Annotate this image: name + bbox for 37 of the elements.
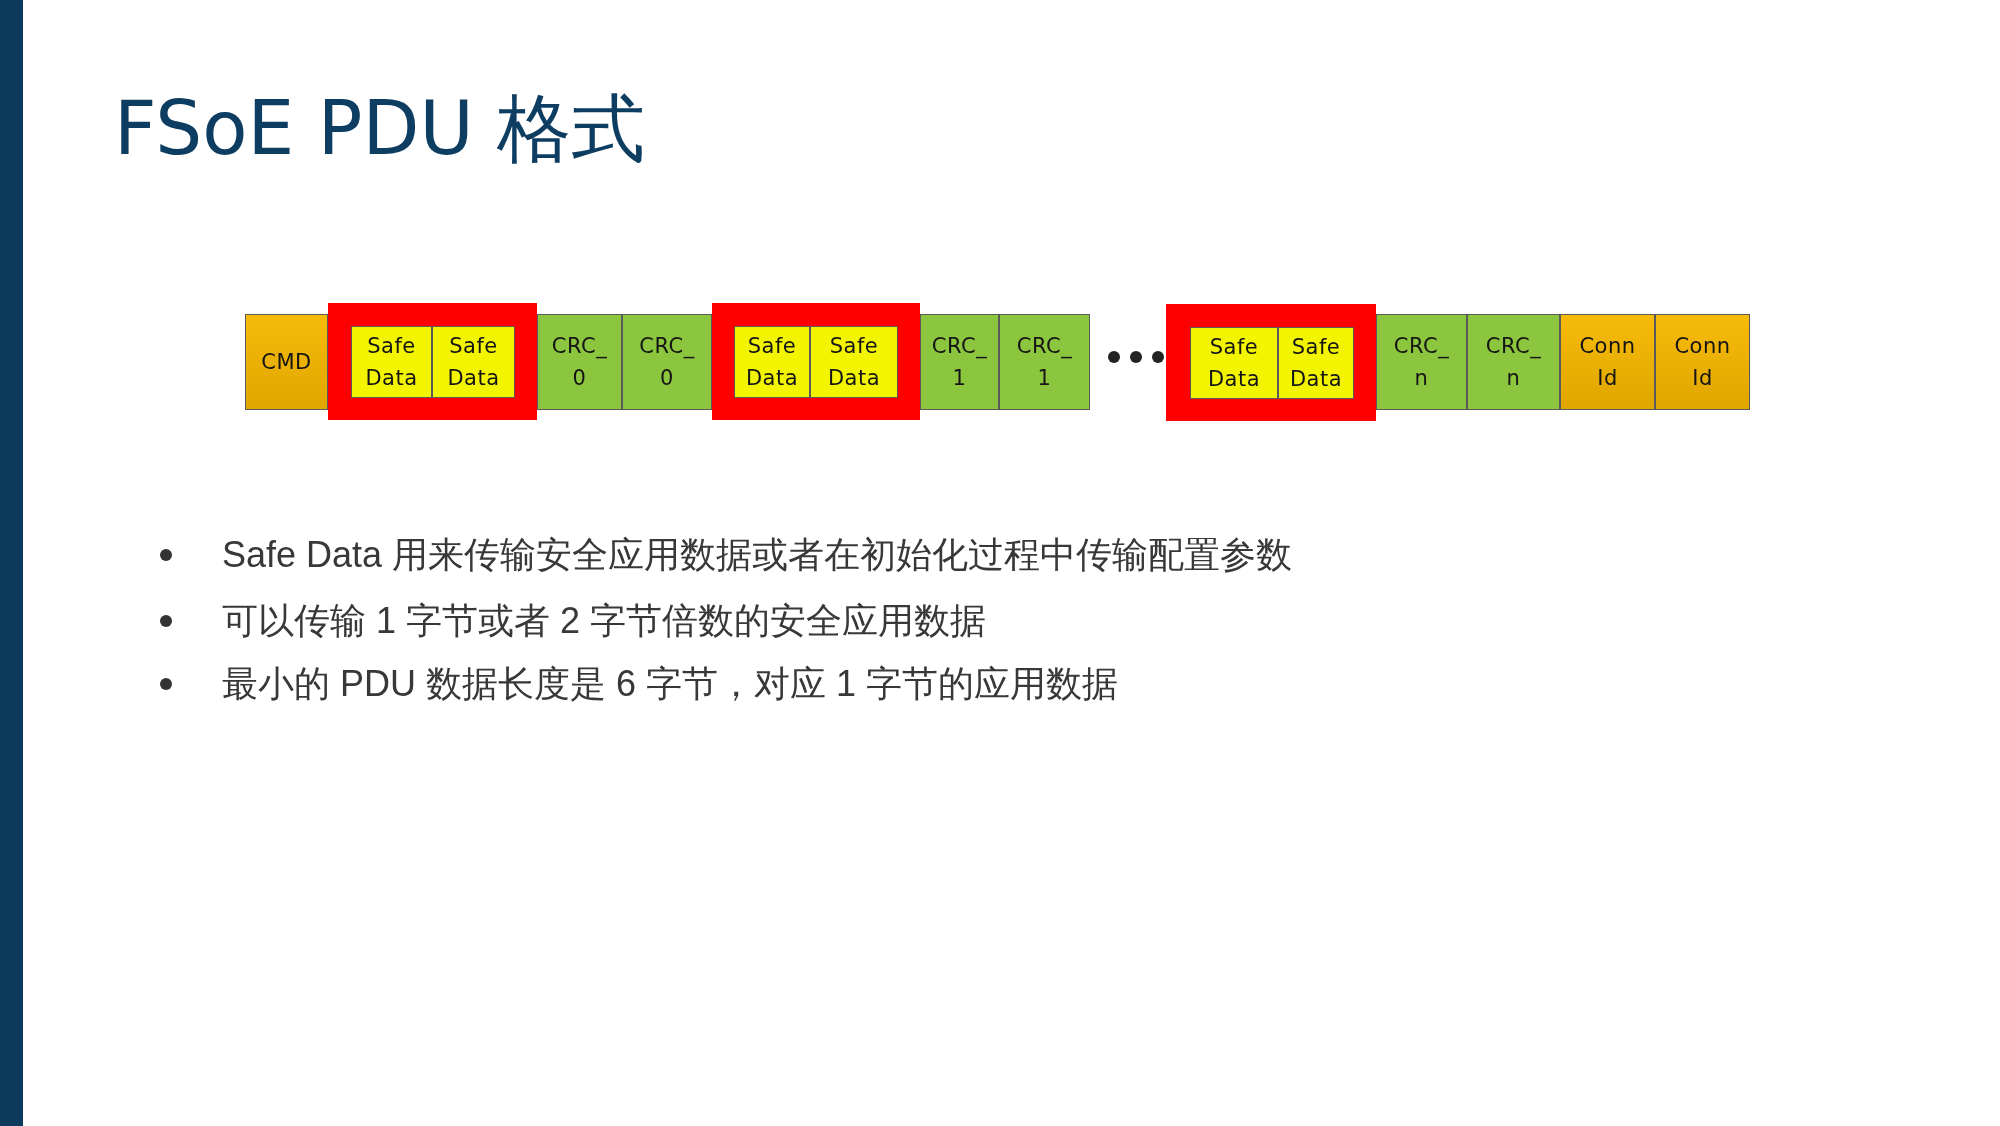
field-label: CRC_ 1 — [1016, 333, 1073, 392]
pdu-field — [1560, 314, 1655, 410]
pdu-field — [1467, 314, 1560, 410]
pdu-field — [1190, 327, 1278, 399]
highlight-frame — [328, 303, 537, 420]
bullet-text: 最小的 PDU 数据长度是 6 字节，对应 1 字节的应用数据 — [222, 662, 1119, 706]
field-label: CMD — [261, 349, 312, 376]
bullet-text: 可以传输 1 字节或者 2 字节倍数的安全应用数据 — [222, 599, 987, 643]
bullet-text: Safe Data 用来传输安全应用数据或者在初始化过程中传输配置参数 — [222, 533, 1293, 577]
pdu-field — [432, 326, 515, 398]
pdu-field — [810, 326, 898, 398]
pdu-field — [622, 314, 712, 410]
highlight-frame — [1166, 304, 1376, 421]
pdu-field — [351, 326, 432, 398]
pdu-field — [1278, 327, 1354, 399]
field-label: Safe Data — [1289, 334, 1343, 393]
field-label: CRC_ n — [1393, 333, 1450, 392]
field-label: CRC_ n — [1485, 333, 1542, 392]
pdu-field — [999, 314, 1090, 410]
pdu-field — [1376, 314, 1467, 410]
field-label: CRC_ 0 — [551, 333, 608, 392]
field-label: CRC_ 0 — [639, 333, 695, 392]
field-label: CRC_ 1 — [931, 333, 988, 392]
slide-title: FSoE PDU 格式 — [114, 84, 646, 173]
field-label: Conn Id — [1674, 333, 1731, 392]
field-label: Safe Data — [827, 333, 881, 392]
pdu-field — [1655, 314, 1750, 410]
field-label: Safe Data — [1207, 334, 1261, 393]
pdu-field — [734, 326, 810, 398]
field-label: Safe Data — [365, 333, 418, 392]
highlight-frame — [712, 303, 920, 420]
pdu-field — [920, 314, 999, 410]
field-label: Safe Data — [447, 333, 500, 392]
pdu-field — [537, 314, 622, 410]
field-label: Safe Data — [745, 333, 799, 392]
pdu-field — [245, 314, 328, 410]
field-label: Conn Id — [1579, 333, 1636, 392]
